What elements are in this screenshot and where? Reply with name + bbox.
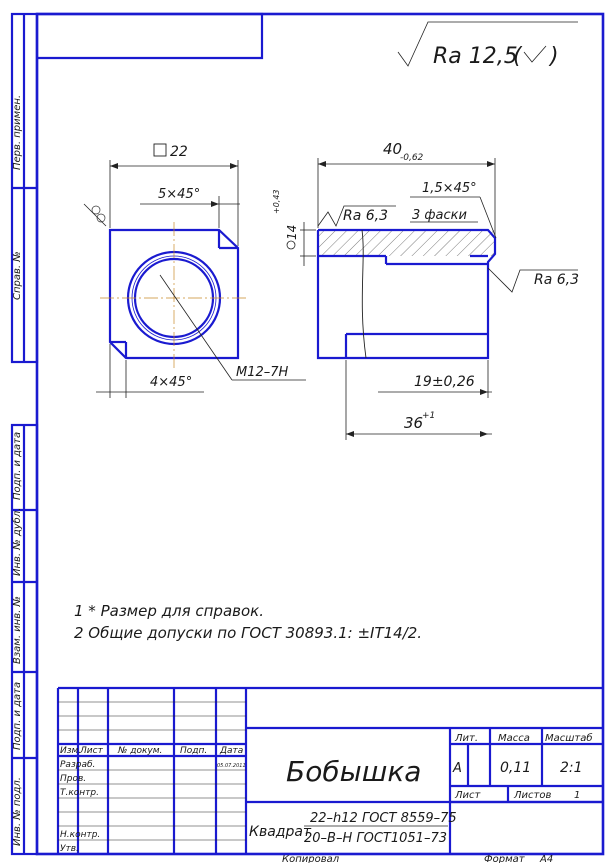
thread-depth-tol: +1 xyxy=(422,411,435,421)
row-prov: Пров. xyxy=(60,774,86,784)
part-name: Бобышка xyxy=(286,755,421,788)
material-bottom: 20–В–Н ГОСТ1051–73 xyxy=(304,831,447,846)
roughness-face1: Ra 6,3 xyxy=(343,208,388,224)
chamfer-left-top: 5×45° xyxy=(158,187,200,202)
col-izm: Изм. xyxy=(60,746,81,756)
col-docnum: № докум. xyxy=(117,746,162,756)
roughness-main-text: Ra 12,5 xyxy=(433,44,518,69)
square-dim: 22 xyxy=(170,144,188,160)
mass-value: 0,11 xyxy=(500,760,531,776)
row-utv: Утв. xyxy=(60,844,79,854)
roughness-bracket-close: ) xyxy=(548,44,559,69)
footer-format-value: А4 xyxy=(539,854,553,863)
roughness-face2: Ra 6,3 xyxy=(534,272,579,288)
date-value: 05.07.2011 xyxy=(217,763,246,769)
length-dim: 40 xyxy=(383,140,402,158)
hdr-lit: Лит. xyxy=(454,733,478,744)
material-prefix: Квадрат xyxy=(249,824,312,840)
diameter-dim: 14 xyxy=(285,225,299,240)
sheets-label: Листов xyxy=(513,790,551,801)
row-razrab: Разраб. xyxy=(60,760,95,770)
sheets-value: 1 xyxy=(574,790,580,801)
side-label-perv-primen: Перв. примен. xyxy=(12,95,23,170)
side-label-inv-dubl: Инв. № дубл. xyxy=(11,508,23,576)
check-mark-icon xyxy=(523,45,547,63)
section-view: 40 -0,62 1,5×45° 3 фаски 14 +0,43 Ra 6,3… xyxy=(272,140,579,440)
bore-depth-dim: 19±0,26 xyxy=(414,374,475,390)
roughness-general-symbol: Ra 12,5 ( ) xyxy=(397,21,578,69)
row-tkontr: Т.контр. xyxy=(60,788,99,798)
side-label-inv-podl: Инв. № подл. xyxy=(12,777,23,846)
footer-format: Формат xyxy=(484,854,526,863)
hdr-mass: Масса xyxy=(498,733,530,744)
footer-copied: Копировал xyxy=(282,854,340,863)
col-date: Дата xyxy=(219,746,243,756)
sheet-label: Лист xyxy=(454,790,482,801)
row-nkontr: Н.контр. xyxy=(60,830,100,840)
length-tol: -0,62 xyxy=(400,153,424,163)
left-side-strip: Перв. примен. Справ. № Подп. и дата Инв.… xyxy=(10,12,39,856)
chamfer-right: 1,5×45° xyxy=(422,181,477,196)
hdr-scale: Масштаб xyxy=(545,732,593,744)
col-list: Лист xyxy=(79,746,104,756)
square-symbol-icon xyxy=(153,143,167,157)
top-left-box xyxy=(37,12,264,60)
side-label-sprav-no: Справ. № xyxy=(12,251,23,300)
lit-value: А xyxy=(452,761,462,776)
scale-value: 2:1 xyxy=(560,760,583,776)
side-label-vzam-inv: Взам. инв. № xyxy=(12,596,23,664)
material-top: 22–h12 ГОСТ 8559–75 xyxy=(310,811,457,826)
note-1: 1 * Размер для справок. xyxy=(74,602,264,620)
diameter-tol: +0,43 xyxy=(272,189,281,214)
thread-depth-dim: 36 xyxy=(404,414,423,432)
thread-label: M12–7H xyxy=(236,365,289,380)
chamfer-count: 3 фаски xyxy=(412,208,467,223)
side-label-podp-data-1: Подп. и дата xyxy=(12,432,23,500)
col-sign: Подп. xyxy=(180,746,207,756)
title-block: Изм. Лист № докум. Подп. Дата 05.07.2011… xyxy=(56,686,603,854)
note-2: 2 Общие допуски по ГОСТ 30893.1: ±IT14/2… xyxy=(74,624,422,642)
side-label-podp-data-2: Подп. и дата xyxy=(12,682,23,750)
front-view: M12–7H 22 5×45° 4×45° xyxy=(83,143,306,398)
roughness-bracket-open: ( xyxy=(513,44,523,69)
chamfer-left-bottom: 4×45° xyxy=(150,375,192,390)
